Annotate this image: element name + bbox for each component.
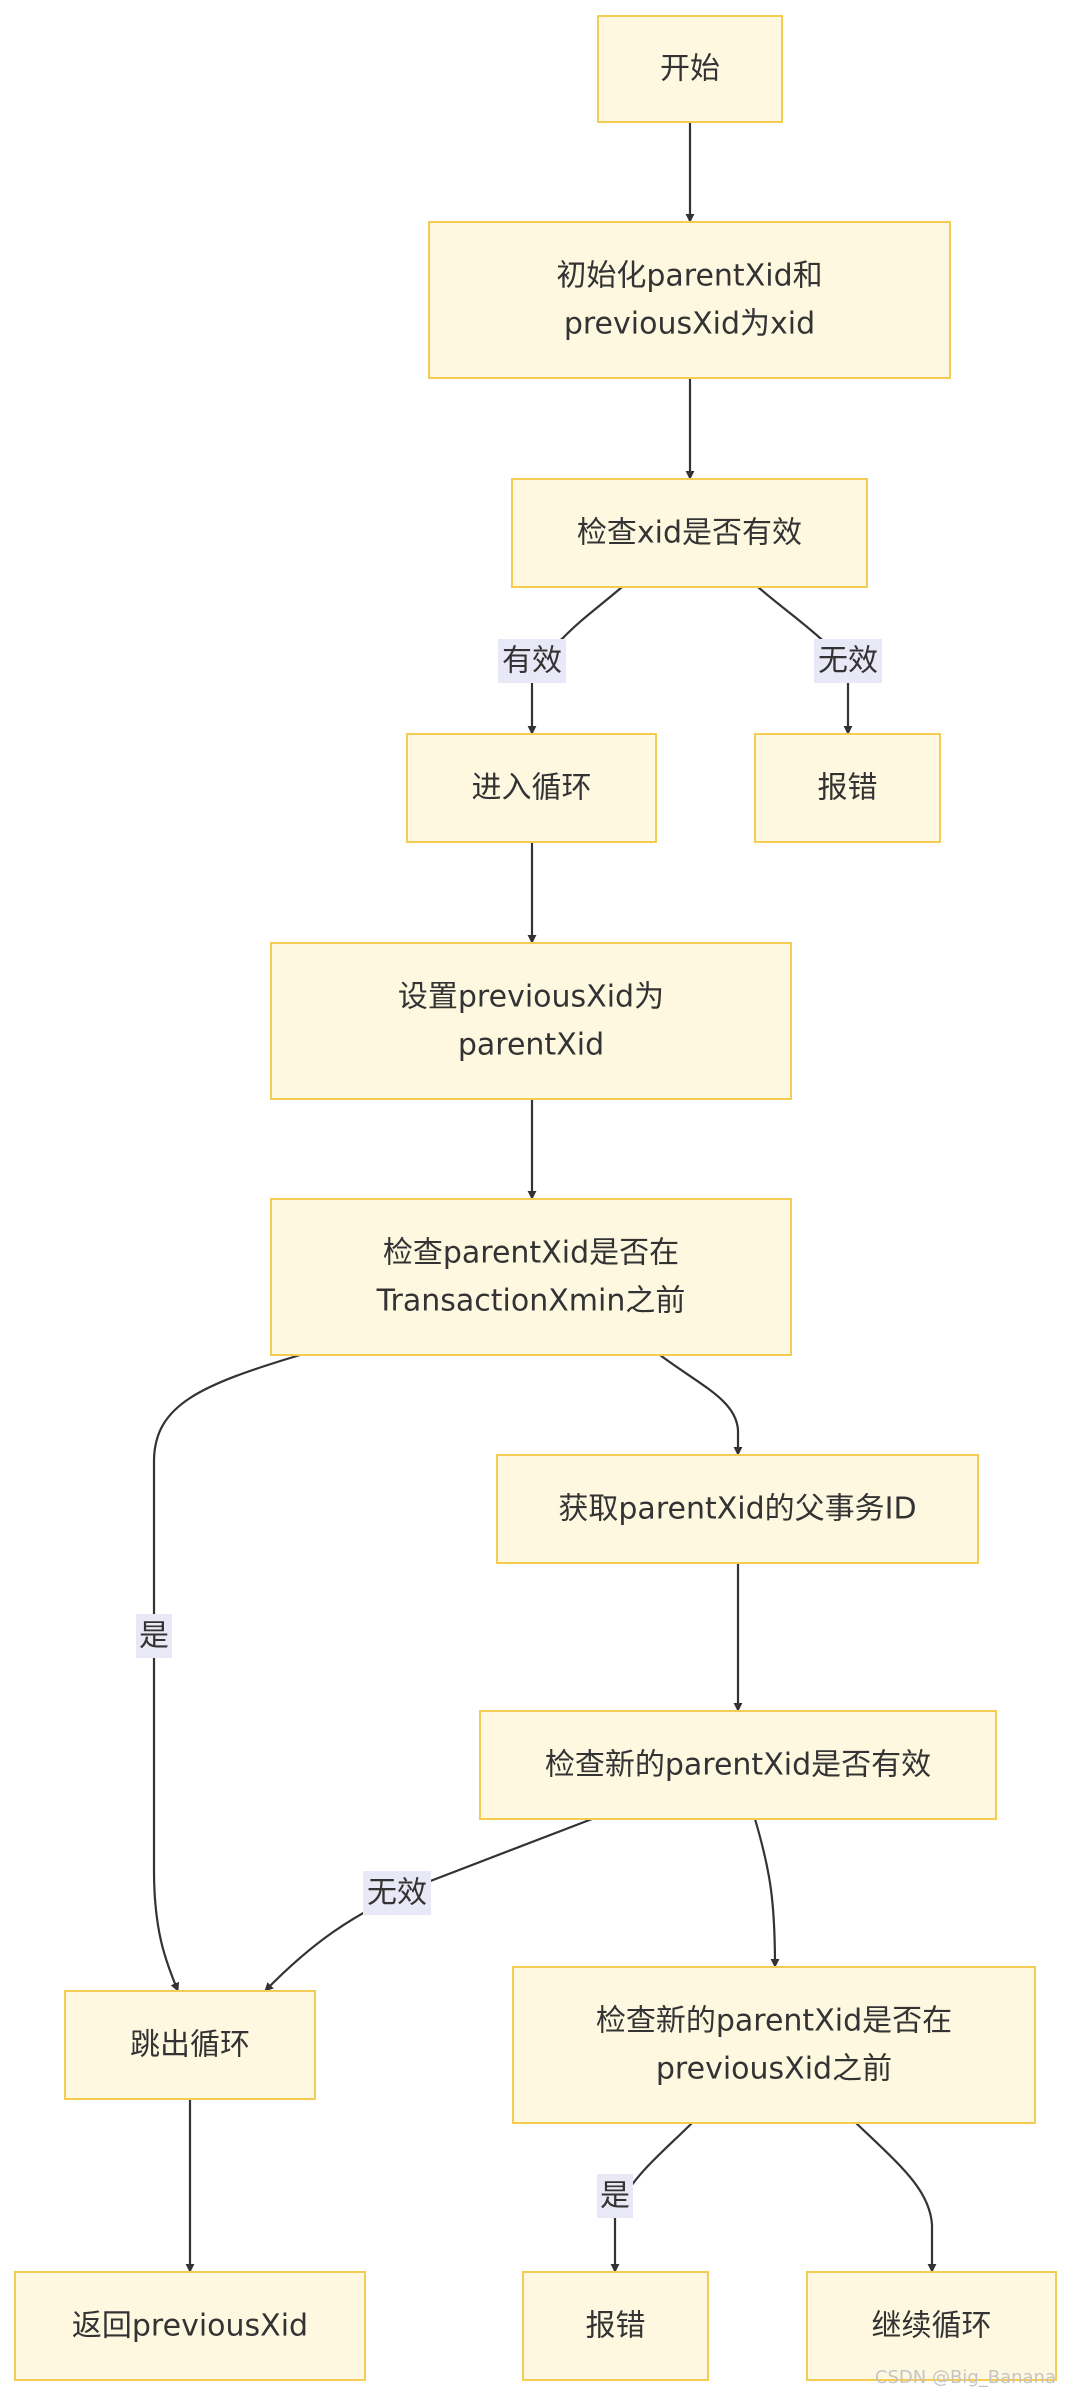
node-continue-loop: 继续循环	[806, 2271, 1057, 2381]
node-label-line: previousXid之前	[656, 2052, 892, 2087]
node-check-new-valid: 检查新的parentXid是否有效	[479, 1710, 997, 1820]
node-label-line: 报错	[818, 771, 878, 806]
edge-arrow-14	[855, 2122, 937, 2273]
node-check-new-before-prev: 检查新的parentXid是否在 previousXid之前	[512, 1966, 1036, 2124]
svg-text:无效: 无效	[818, 644, 878, 679]
edge-label-valid: 有效	[498, 639, 566, 683]
node-set-prev: 设置previousXid为 parentXid	[270, 942, 792, 1100]
svg-text:有效: 有效	[502, 644, 562, 679]
node-start: 开始	[597, 15, 783, 123]
node-label-line: 报错	[586, 2309, 646, 2344]
edge-arrow-8	[659, 1354, 743, 1456]
edge-arrow-3	[527, 586, 623, 735]
node-label-line: 检查parentXid是否在	[383, 1236, 679, 1271]
edge-arrow-11	[753, 1818, 780, 1968]
node-label-line: parentXid	[458, 1028, 604, 1063]
edge-arrow-4	[757, 586, 853, 735]
node-label-line: 设置previousXid为	[398, 980, 664, 1015]
node-label-line: 检查xid是否有效	[577, 516, 802, 551]
svg-text:无效: 无效	[367, 1876, 427, 1911]
node-label-line: 开始	[660, 52, 720, 87]
node-error-1: 报错	[754, 733, 941, 843]
node-break-loop: 跳出循环	[64, 1990, 316, 2100]
edge-arrow-7	[152, 1353, 301, 1992]
node-label-line: previousXid为xid	[564, 307, 815, 342]
node-label-line: TransactionXmin之前	[376, 1284, 686, 1319]
watermark: CSDN @Big_Banana	[874, 2367, 1056, 2388]
node-label-line: 检查新的parentXid是否在	[596, 2004, 952, 2039]
edge-label-invalid-1: 无效	[814, 639, 882, 683]
node-check-before-xmin: 检查parentXid是否在 TransactionXmin之前	[270, 1198, 792, 1356]
svg-text:是: 是	[139, 1619, 169, 1654]
node-label-line: 初始化parentXid和	[556, 259, 822, 294]
node-label-line: 进入循环	[472, 771, 592, 806]
node-label-line: 返回previousXid	[72, 2309, 308, 2344]
node-check-xid: 检查xid是否有效	[511, 478, 868, 588]
edge-label-invalid-2: 无效	[363, 1871, 431, 1915]
node-enter-loop: 进入循环	[406, 733, 657, 843]
node-get-parent: 获取parentXid的父事务ID	[496, 1454, 979, 1564]
node-init: 初始化parentXid和 previousXid为xid	[428, 221, 951, 379]
svg-text:是: 是	[600, 2179, 630, 2214]
node-error-2: 报错	[522, 2271, 709, 2381]
node-label-line: 检查新的parentXid是否有效	[545, 1748, 931, 1783]
edge-label-yes-2: 是	[597, 2174, 633, 2218]
node-return-prev: 返回previousXid	[14, 2271, 366, 2381]
node-label-line: 跳出循环	[130, 2028, 250, 2063]
node-label-line: 获取parentXid的父事务ID	[558, 1492, 916, 1527]
edge-label-yes-1: 是	[136, 1614, 172, 1658]
node-label-line: 继续循环	[872, 2309, 992, 2344]
